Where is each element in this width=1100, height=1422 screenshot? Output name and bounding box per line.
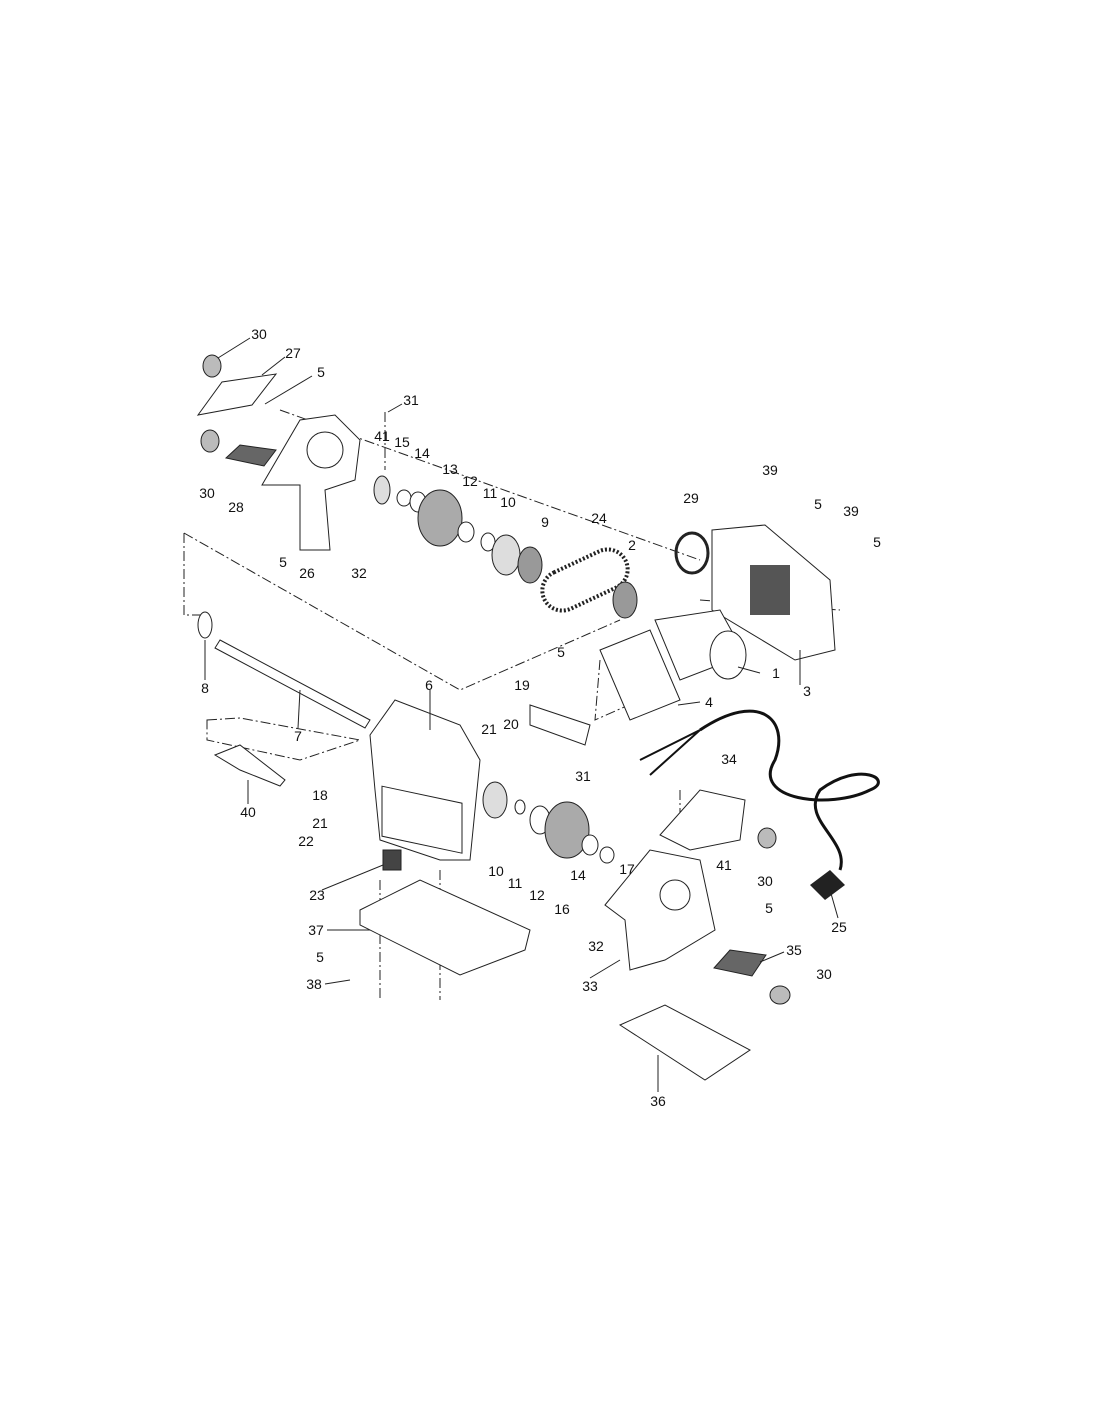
part-number-label: 32 bbox=[588, 938, 604, 954]
part-number-label: 29 bbox=[683, 490, 699, 506]
part-number-label: 31 bbox=[403, 392, 419, 408]
part-number-label: 16 bbox=[554, 901, 570, 917]
part-number-label: 5 bbox=[279, 554, 287, 570]
part-number-label: 3 bbox=[803, 683, 811, 699]
switch-part-23 bbox=[382, 849, 402, 871]
block-part-19 bbox=[529, 704, 591, 746]
part-number-label: 20 bbox=[503, 716, 519, 732]
pad-part-28 bbox=[224, 444, 277, 467]
motor-cover-part-4 bbox=[599, 629, 681, 721]
part-number-label: 5 bbox=[557, 644, 565, 660]
cover-part-27 bbox=[196, 373, 278, 416]
part-number-label: 9 bbox=[541, 514, 549, 530]
part-number-label: 5 bbox=[317, 364, 325, 380]
part-number-label: 14 bbox=[414, 445, 430, 461]
part-number-label: 30 bbox=[816, 966, 832, 982]
part-number-label: 30 bbox=[199, 485, 215, 501]
part-number-label: 19 bbox=[514, 677, 530, 693]
part-number-label: 26 bbox=[299, 565, 315, 581]
part-number-label: 11 bbox=[482, 485, 498, 501]
tray-part-36 bbox=[618, 1004, 751, 1081]
knob-part-30 bbox=[200, 354, 791, 1005]
shaft-part-7 bbox=[214, 639, 371, 729]
part-number-label: 35 bbox=[786, 942, 802, 958]
part-number-label: 22 bbox=[298, 833, 314, 849]
part-number-label: 32 bbox=[351, 565, 367, 581]
cord-part-25 bbox=[699, 709, 880, 871]
part-number-label: 1 bbox=[772, 665, 780, 681]
part-number-label: 14 bbox=[570, 867, 586, 883]
part-number-label: 4 bbox=[705, 694, 713, 710]
part-number-label: 5 bbox=[814, 496, 822, 512]
part-number-label: 28 bbox=[228, 499, 244, 515]
part-number-label: 5 bbox=[873, 534, 881, 550]
part-number-label: 41 bbox=[716, 857, 732, 873]
part-number-label: 33 bbox=[582, 978, 598, 994]
part-number-label: 34 bbox=[721, 751, 737, 767]
part-number-label: 5 bbox=[765, 900, 773, 916]
part-number-label: 10 bbox=[488, 863, 504, 879]
ring-part-29 bbox=[674, 531, 710, 575]
flange-part-8 bbox=[197, 611, 213, 639]
pulley-part-2 bbox=[612, 581, 638, 619]
part-number-label: 10 bbox=[500, 494, 516, 510]
wheel-stack-upper bbox=[373, 475, 543, 584]
part-number-label: 38 bbox=[306, 976, 322, 992]
pad-part-35 bbox=[713, 949, 767, 977]
guard-part-33 bbox=[604, 849, 716, 971]
part-number-label: 17 bbox=[619, 861, 635, 877]
part-number-label: 12 bbox=[529, 887, 545, 903]
part-number-label: 21 bbox=[312, 815, 328, 831]
cover-part-34 bbox=[659, 789, 746, 851]
leader-lines bbox=[204, 337, 839, 1092]
part-number-label: 31 bbox=[575, 768, 591, 784]
part-number-label: 15 bbox=[394, 434, 410, 450]
part-number-label: 11 bbox=[507, 875, 523, 891]
part-number-label: 39 bbox=[762, 462, 778, 478]
wheel-stack-lower bbox=[482, 781, 615, 864]
part-number-label: 5 bbox=[316, 949, 324, 965]
part-number-label: 27 bbox=[285, 345, 301, 361]
part-number-label: 36 bbox=[650, 1093, 666, 1109]
part-number-label: 30 bbox=[251, 326, 267, 342]
part-number-label: 12 bbox=[462, 473, 478, 489]
part-number-label: 24 bbox=[591, 510, 607, 526]
part-number-label: 2 bbox=[628, 537, 636, 553]
part-number-label: 7 bbox=[294, 728, 302, 744]
main-housing-part-6 bbox=[369, 699, 481, 861]
spindle-part-40 bbox=[213, 744, 286, 787]
part-number-label: 25 bbox=[831, 919, 847, 935]
part-number-label: 39 bbox=[843, 503, 859, 519]
part-number-label: 37 bbox=[308, 922, 324, 938]
part-number-label: 23 bbox=[309, 887, 325, 903]
part-number-label: 40 bbox=[240, 804, 256, 820]
guard-part-26 bbox=[261, 414, 361, 551]
part-number-label: 18 bbox=[312, 787, 328, 803]
part-number-label: 8 bbox=[201, 680, 209, 696]
part-number-label: 21 bbox=[481, 721, 497, 737]
part-number-label: 6 bbox=[425, 677, 433, 693]
part-number-label: 41 bbox=[374, 428, 390, 444]
belt-part-24 bbox=[540, 547, 630, 613]
part-number-label: 30 bbox=[757, 873, 773, 889]
base-part-37 bbox=[359, 879, 531, 976]
plug-part-25 bbox=[810, 870, 845, 900]
part-number-label: 13 bbox=[442, 461, 458, 477]
